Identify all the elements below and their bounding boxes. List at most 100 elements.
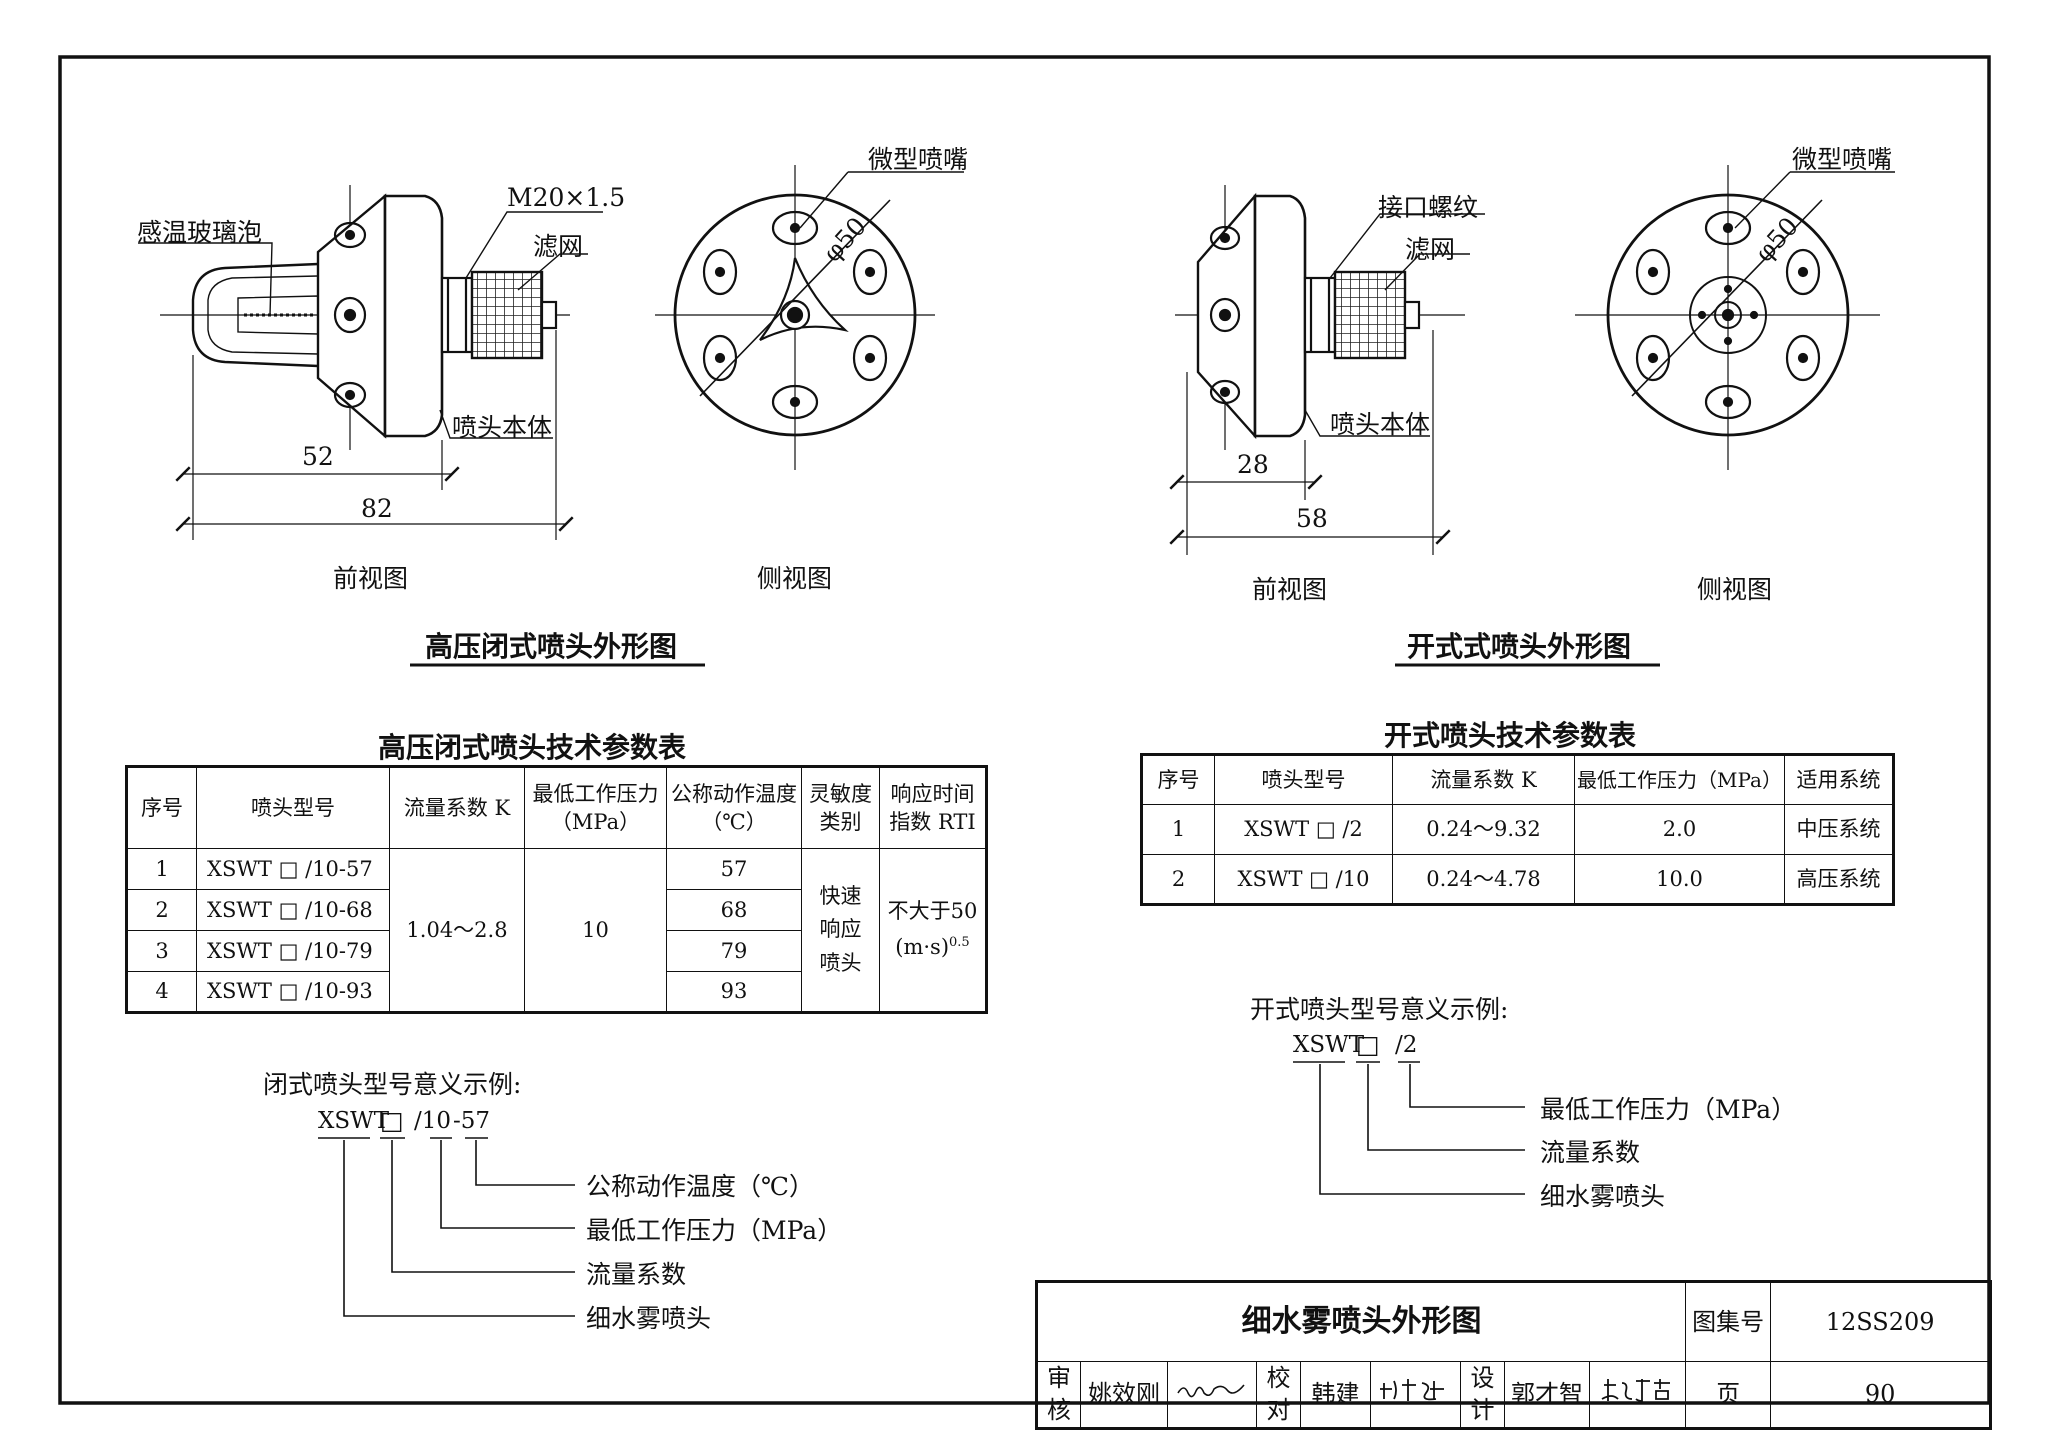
reviewer-name: 姚效刚 — [1080, 1361, 1168, 1429]
cell-no: 1 — [1141, 804, 1215, 855]
page-number: 90 — [1770, 1361, 1992, 1429]
thread-spec-label: M20×1.5 — [507, 183, 626, 212]
th-k: 流量系数 K — [1392, 754, 1575, 805]
closed-meaning-temp: 公称动作温度（℃） — [586, 1172, 814, 1201]
th-rti: 响应时间指数 RTI — [879, 766, 987, 849]
th-pressure: 最低工作压力（MPa） — [524, 766, 667, 849]
atlas-label: 图集号 — [1685, 1281, 1772, 1362]
open-body-label: 喷头本体 — [1330, 410, 1431, 439]
dim-52-label: 52 — [302, 442, 334, 471]
cell-system: 中压系统 — [1784, 804, 1894, 855]
open-code-xswt: XSWT — [1293, 1032, 1365, 1058]
open-code-box: □ — [1356, 1030, 1380, 1059]
cell-model: XSWT □ /10-79 — [196, 930, 390, 972]
check-label: 校对 — [1256, 1361, 1301, 1429]
th-no: 序号 — [1141, 754, 1215, 805]
open-front-view-label: 前视图 — [1252, 575, 1328, 604]
open-side-view-label: 侧视图 — [1697, 575, 1773, 604]
cell-k: 0.24～9.32 — [1392, 804, 1575, 855]
cell-system: 高压系统 — [1784, 854, 1894, 905]
open-code-leaders — [1293, 1061, 1525, 1195]
closed-param-table: 序号 喷头型号 流量系数 K 最低工作压力（MPa） 公称动作温度（℃） 灵敏度… — [125, 765, 988, 1014]
open-table-title: 开式喷头技术参数表 — [1384, 719, 1637, 752]
th-pressure: 最低工作压力（MPa） — [1574, 754, 1785, 805]
closed-table-title: 高压闭式喷头技术参数表 — [378, 731, 687, 764]
cell-no: 4 — [126, 971, 197, 1013]
closed-code-temp: -57 — [453, 1108, 491, 1134]
cell-model: XSWT □ /2 — [1214, 804, 1393, 855]
cell-no: 2 — [126, 889, 197, 931]
closed-body-label: 喷头本体 — [452, 413, 553, 442]
closed-nozzle-label: 微型喷嘴 — [868, 145, 969, 174]
closed-code-box: □ — [380, 1106, 404, 1135]
closed-front-view — [138, 185, 603, 540]
th-model: 喷头型号 — [1214, 754, 1393, 805]
table-row: 1 XSWT □ /10-57 1.04～2.8 10 57 快速响应喷头 不大… — [126, 848, 987, 1013]
glass-bulb-label: 感温玻璃泡 — [137, 218, 263, 247]
table-row: 2 XSWT □ /10-68 68 — [126, 889, 987, 931]
cell-model: XSWT □ /10-68 — [196, 889, 390, 931]
table-row: 4 XSWT □ /10-93 93 — [126, 971, 987, 1013]
cell-rti: 不大于50(m·s)0.5 — [879, 848, 987, 1013]
review-label: 审核 — [1036, 1361, 1081, 1429]
closed-meaning-pressure: 最低工作压力（MPa） — [586, 1216, 843, 1245]
cell-temp: 68 — [666, 889, 802, 931]
cell-no: 2 — [1141, 854, 1215, 905]
reviewer-signature — [1167, 1361, 1257, 1429]
checker-name: 韩建 — [1300, 1361, 1371, 1429]
cell-no: 3 — [126, 930, 197, 972]
design-label: 设计 — [1460, 1361, 1505, 1429]
open-meaning-pressure: 最低工作压力（MPa） — [1540, 1095, 1797, 1124]
cell-temp: 79 — [666, 930, 802, 972]
th-system: 适用系统 — [1784, 754, 1894, 805]
cell-model: XSWT □ /10 — [1214, 854, 1393, 905]
open-nozzle-label: 微型喷嘴 — [1792, 145, 1893, 174]
th-no: 序号 — [126, 766, 197, 849]
open-example-title: 开式喷头型号意义示例: — [1250, 995, 1509, 1024]
cell-sensitivity: 快速响应喷头 — [801, 848, 880, 1013]
open-front-view — [1169, 185, 1485, 555]
th-sensitivity: 灵敏度类别 — [801, 766, 880, 849]
cell-k: 1.04～2.8 — [389, 848, 525, 1013]
closed-example-title: 闭式喷头型号意义示例: — [263, 1070, 522, 1099]
closed-side-view — [655, 165, 964, 470]
closed-side-view-label: 侧视图 — [757, 564, 833, 593]
checker-signature — [1370, 1361, 1461, 1429]
page-label: 页 — [1685, 1361, 1772, 1429]
th-temp: 公称动作温度（℃） — [666, 766, 802, 849]
cell-pressure: 10 — [524, 848, 667, 1013]
frame-border — [58, 55, 1991, 1405]
dim-28-label: 28 — [1237, 450, 1269, 479]
closed-head-title: 高压闭式喷头外形图 — [425, 630, 678, 663]
open-meaning-k: 流量系数 — [1540, 1138, 1641, 1167]
open-head-title: 开式式喷头外形图 — [1407, 630, 1632, 663]
open-side-view — [1575, 165, 1895, 470]
connector-thread-label: 接口螺纹 — [1378, 193, 1479, 222]
atlas-number: 12SS209 — [1770, 1281, 1992, 1362]
cell-pressure: 10.0 — [1574, 854, 1785, 905]
cell-temp: 57 — [666, 848, 802, 890]
drawing-title: 细水雾喷头外形图 — [1035, 1281, 1687, 1362]
th-model: 喷头型号 — [196, 766, 390, 849]
closed-meaning-k: 流量系数 — [586, 1260, 687, 1289]
cell-temp: 93 — [666, 971, 802, 1013]
closed-code-xswt: XSWT — [318, 1108, 390, 1134]
open-code-pressure: /2 — [1395, 1032, 1418, 1058]
designer-signature — [1588, 1361, 1687, 1429]
open-meaning-type: 细水雾喷头 — [1540, 1182, 1666, 1211]
cell-k: 0.24～4.78 — [1392, 854, 1575, 905]
table-row: 2 XSWT □ /10 0.24～4.78 10.0 高压系统 — [1141, 854, 1894, 905]
cell-no: 1 — [126, 848, 197, 890]
table-row: 1 XSWT □ /2 0.24～9.32 2.0 中压系统 — [1141, 804, 1894, 855]
table-row: 3 XSWT □ /10-79 79 — [126, 930, 987, 972]
title-block: 细水雾喷头外形图 图集号 12SS209 审核 姚效刚 校对 韩建 设计 郭才智… — [1035, 1280, 1993, 1430]
closed-code-leaders — [318, 1137, 575, 1317]
dim-58-label: 58 — [1296, 504, 1328, 533]
closed-meaning-type: 细水雾喷头 — [586, 1304, 712, 1333]
cell-model: XSWT □ /10-57 — [196, 848, 390, 890]
closed-filter-label: 滤网 — [533, 232, 584, 261]
open-filter-label: 滤网 — [1405, 235, 1456, 264]
th-k: 流量系数 K — [389, 766, 525, 849]
